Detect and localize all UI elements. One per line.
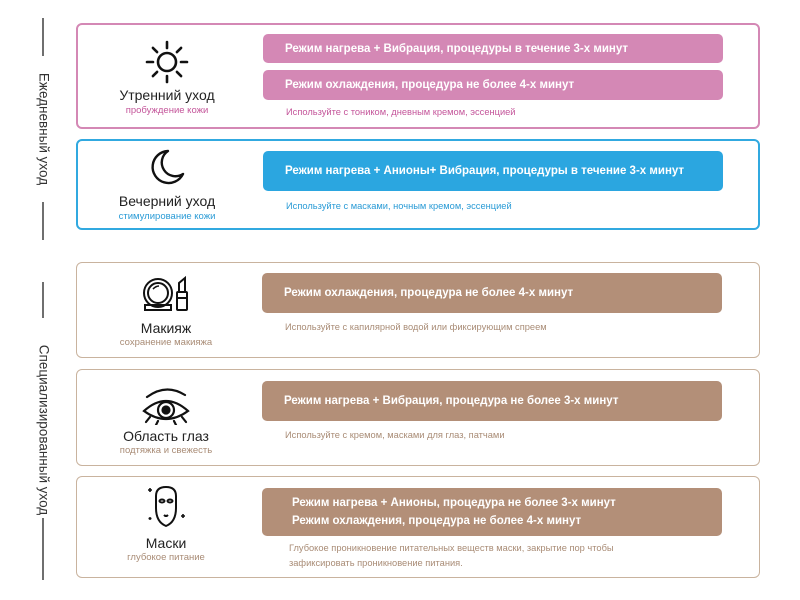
- side-bar-bottom: [42, 518, 44, 580]
- usage-note: Используйте с капилярной водой или фикси…: [285, 322, 547, 332]
- masks-card: Маски глубокое питание Режим нагрева + А…: [76, 476, 760, 578]
- card-subtitle: подтяжка и свежесть: [119, 445, 213, 456]
- card-left-column: Макияж сохранение макияжа: [77, 263, 255, 357]
- usage-note: Используйте с кремом, масками для глаз, …: [285, 430, 505, 440]
- card-subtitle: глубокое питание: [127, 552, 205, 563]
- mode-pill: Режим нагрева + Анионы, процедура не бол…: [262, 488, 722, 536]
- makeup-icon: [143, 275, 188, 311]
- mode-pill: Режим нагрева + Анионы+ Вибрация, процед…: [263, 151, 723, 191]
- daily-care-side-label: Ежедневный уход: [26, 18, 62, 240]
- mode-pill: Режим охлаждения, процедура не более 4-х…: [263, 70, 723, 100]
- mode-pill: Режим нагрева + Вибрация, процедура не б…: [262, 381, 722, 421]
- card-subtitle: стимулирование кожи: [118, 211, 216, 222]
- usage-note: Используйте с тоником, дневным кремом, э…: [286, 107, 516, 117]
- mode-text: Режим нагрева + Анионы+ Вибрация, процед…: [285, 165, 685, 177]
- card-title: Маски: [145, 535, 187, 551]
- usage-note-line: Глубокое проникновение питательных вещес…: [289, 543, 614, 553]
- usage-note: Глубокое проникновение питательных вещес…: [289, 541, 614, 571]
- sun-icon: [145, 40, 189, 84]
- eye-icon: [142, 388, 190, 425]
- makeup-card: Макияж сохранение макияжа Режим охлажден…: [76, 262, 760, 358]
- card-left-column: Маски глубокое питание: [77, 477, 255, 577]
- moon-icon: [151, 149, 185, 185]
- mode-pill: Режим нагрева + Вибрация, процедуры в те…: [263, 34, 723, 63]
- card-subtitle: пробуждение кожи: [125, 105, 209, 116]
- card-subtitle: сохранение макияжа: [119, 337, 213, 348]
- card-title: Область глаз: [123, 428, 209, 444]
- mode-text: Режим нагрева + Анионы, процедура не бол…: [292, 497, 616, 509]
- mode-text: Режим охлаждения, процедура не более 4-х…: [292, 515, 582, 527]
- side-bar-top: [42, 18, 44, 56]
- mode-text: Режим охлаждения, процедура не более 4-х…: [285, 79, 575, 91]
- morning-care-card: Утренний уход пробуждение кожи Режим наг…: [76, 23, 760, 129]
- side-bar-bottom: [42, 202, 44, 240]
- card-left-column: Область глаз подтяжка и свежесть: [77, 370, 255, 465]
- daily-care-label: Ежедневный уход: [36, 72, 52, 186]
- mode-pill: Режим охлаждения, процедура не более 4-х…: [262, 273, 722, 313]
- side-bar-top: [42, 282, 44, 318]
- usage-note: Используйте с масками, ночным кремом, эс…: [286, 201, 512, 211]
- special-care-label: Специализированный уход: [36, 344, 52, 516]
- card-left-column: Утренний уход пробуждение кожи: [78, 25, 256, 127]
- card-title: Вечерний уход: [118, 193, 216, 209]
- card-title: Макияж: [140, 320, 192, 336]
- mode-text: Режим охлаждения, процедура не более 4-х…: [284, 287, 574, 299]
- eye-area-card: Область глаз подтяжка и свежесть Режим н…: [76, 369, 760, 466]
- usage-note-line: зафиксировать проникновение питания.: [289, 558, 463, 568]
- special-care-side-label: Специализированный уход: [26, 282, 62, 582]
- mode-text: Режим нагрева + Вибрация, процедура не б…: [284, 395, 619, 407]
- face-mask-icon: [148, 486, 185, 527]
- card-title: Утренний уход: [119, 87, 215, 103]
- mode-text: Режим нагрева + Вибрация, процедуры в те…: [285, 42, 629, 55]
- evening-care-card: Вечерний уход стимулирование кожи Режим …: [76, 139, 760, 230]
- card-left-column: Вечерний уход стимулирование кожи: [78, 141, 256, 228]
